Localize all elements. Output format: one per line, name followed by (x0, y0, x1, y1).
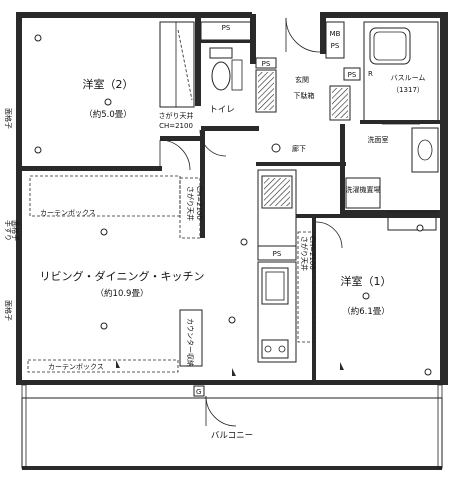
outlet-icon (232, 368, 236, 376)
ps2-label: PS (348, 71, 357, 79)
entrance-name: 玄関 (295, 75, 309, 84)
outlet-icon (340, 362, 344, 370)
ps-mb-label: PS (331, 42, 340, 50)
ps1-label: PS (222, 24, 231, 32)
room-western1: さがり天井 CH=2100 洋室（1） （約6.1畳） (296, 214, 441, 380)
ceiling-light-icon (240, 238, 248, 246)
ceiling-light-icon (228, 316, 236, 324)
balcony-area: G バルコニー (21, 384, 443, 470)
corridor-name: 廊下 (292, 144, 306, 153)
washer-label: 洗濯機置場 (346, 185, 381, 194)
entrance-area: 玄関 下駄箱 MB PS PS PS (255, 17, 361, 121)
curtain-box-top: カーテンボックス (40, 209, 96, 217)
ceiling-light-icon (104, 98, 112, 106)
counter-label: カウンター収納 (186, 318, 195, 367)
side-labels: 面格子 手すり 面格子 面格子 (4, 108, 20, 321)
toilet-name: トイレ (209, 105, 235, 115)
bathroom-name: バスルーム (391, 74, 426, 82)
bath-r-mark: R (368, 70, 373, 78)
western1-size: （約6.1畳） (342, 306, 390, 317)
mark-g: G (196, 388, 201, 396)
bathtub-icon (369, 27, 411, 65)
side-left-bottom: 面格子 (4, 300, 13, 321)
outlet-icon (424, 368, 432, 376)
bathroom-size: （1317） (392, 86, 424, 94)
outlet-icon (34, 34, 42, 42)
bathroom-area: R バスルーム （1317） (360, 21, 440, 125)
washroom-name: 洗面室 (368, 135, 389, 144)
entrance-lower-label: 下駄箱 (294, 91, 315, 100)
toilet-area: PS トイレ (199, 21, 259, 157)
ldk-size: （約10.9畳） (96, 288, 149, 299)
western1-name: 洋室（1） (341, 274, 392, 288)
ceiling-light-icon (100, 322, 108, 330)
ch-right-label: CH=2100 (308, 236, 316, 270)
stove-icon (261, 339, 289, 359)
sagari-right-label: さがり天井 (300, 236, 309, 271)
outer-walls (16, 12, 448, 385)
sagari-mid-label: さがり天井 (186, 186, 195, 221)
ceiling-light-icon (100, 228, 108, 236)
washroom-area: 洗面室 洗濯機置場 (345, 127, 440, 231)
room-western2: 洋室（2） （約5.0畳） さがり天井 CH=2100 (22, 21, 200, 171)
sink-icon (411, 127, 439, 173)
toilet-icon (211, 61, 231, 91)
ceiling-light-icon (362, 292, 370, 300)
ch-mid-label: CH=2100 (195, 186, 203, 220)
corridor-light-icon (271, 143, 281, 153)
side-left-mid2: 面格子 (11, 220, 20, 241)
side-left-top: 面格子 (4, 108, 13, 129)
corridor-area: 廊下 (256, 124, 346, 214)
kitchen-ps-label: PS (273, 250, 282, 258)
outlet-icon (116, 360, 120, 368)
ldk-name: リビング・ダイニング・キッチン (40, 269, 205, 283)
room-ldk: さがり天井 CH=2100 カーテンボックス リビング・ダイニング・キッチン （… (27, 130, 248, 376)
western2-name: 洋室（2） (83, 77, 134, 91)
western2-size: （約5.0畳） (84, 109, 132, 120)
sagari-top-label: さがり天井 (159, 111, 194, 120)
side-left-mid1: 手すり (4, 220, 13, 241)
mb-label: MB (330, 30, 341, 38)
curtain-box-bottom: カーテンボックス (48, 363, 104, 371)
ps3-label: PS (262, 60, 271, 68)
outlet-icon (416, 224, 424, 232)
outlet-icon (34, 146, 42, 154)
kitchen-area: PS (257, 169, 297, 363)
ch-top-label: CH=2100 (159, 122, 193, 130)
balcony-name: バルコニー (211, 431, 253, 441)
